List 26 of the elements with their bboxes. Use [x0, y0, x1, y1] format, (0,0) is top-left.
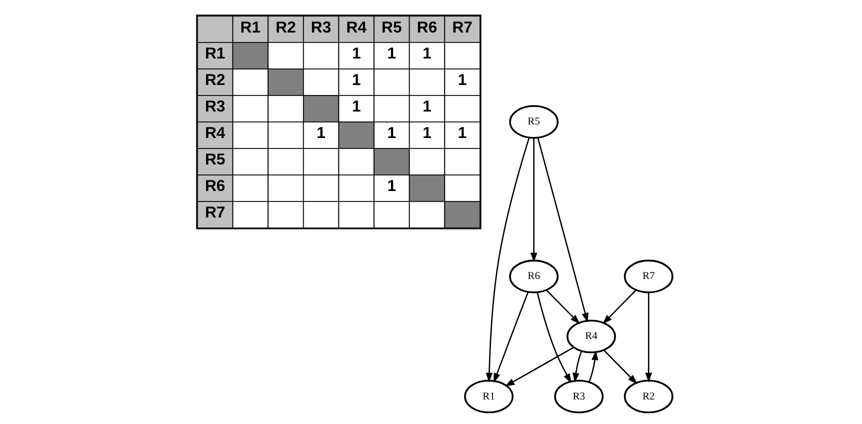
label: 1 — [458, 72, 467, 90]
label: R7 — [204, 204, 226, 222]
label: 1 — [352, 98, 361, 116]
label: 1 — [387, 125, 396, 142]
label: R2 — [276, 19, 296, 36]
label: 1 — [422, 46, 432, 63]
label: 1 — [422, 98, 432, 116]
label: 1 — [316, 125, 326, 142]
label: 1 — [352, 72, 361, 90]
label: R5 — [204, 152, 226, 169]
label: R6 — [204, 178, 226, 196]
label: R4 — [204, 125, 226, 142]
label: R1 — [240, 19, 261, 36]
label: 1 — [387, 46, 396, 63]
label: 1 — [422, 125, 432, 142]
label: 1 — [458, 125, 467, 142]
label: 1 — [352, 46, 361, 63]
label: R4 — [346, 19, 367, 36]
label: R1 — [204, 46, 226, 63]
label: 1 — [387, 178, 396, 196]
label: R6 — [416, 19, 438, 36]
label: R5 — [382, 19, 402, 36]
label: R2 — [204, 72, 226, 90]
label: R7 — [452, 19, 472, 36]
label: R3 — [204, 98, 226, 116]
label: R3 — [310, 19, 332, 36]
